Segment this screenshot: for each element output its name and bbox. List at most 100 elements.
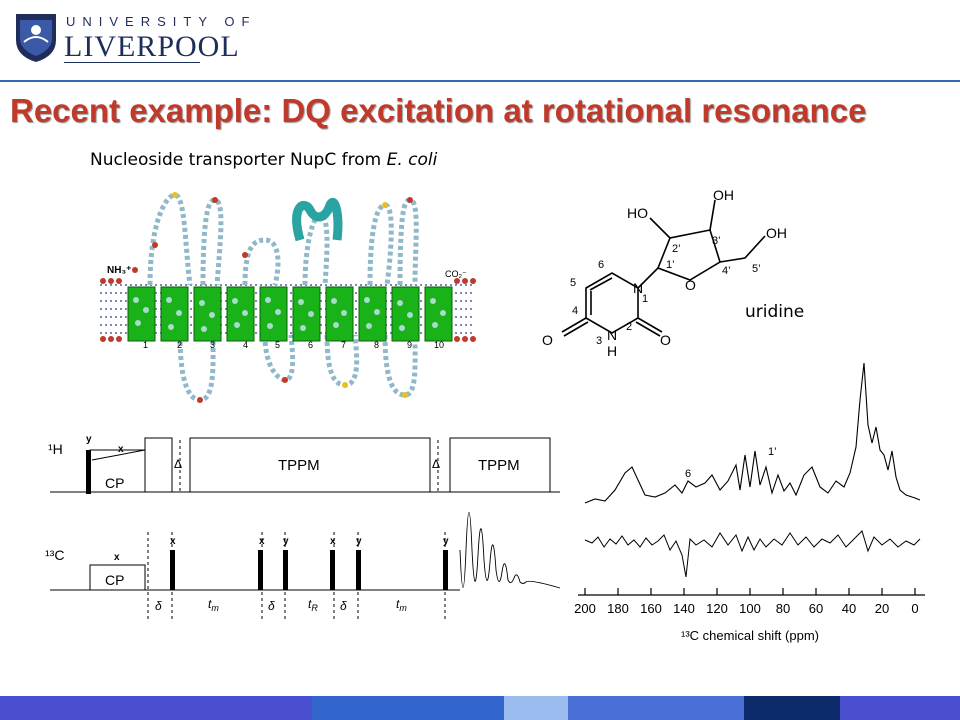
footer-segment-1 [0,696,312,720]
molecule-name: uridine [745,302,805,322]
phase-x-5: x [330,536,336,547]
pulses [86,450,448,590]
university-crest [16,14,56,62]
tick-0: 0 [911,601,918,616]
footer-segment-3 [504,696,568,720]
footer-color-bar [0,696,960,720]
label-h-channel: ¹H [48,441,63,457]
atom-n3: N [607,327,617,343]
tick-180: 180 [607,601,629,616]
nmr-spectra: 6 1’ 200 180 160 140 120 100 80 60 40 20… [574,362,925,643]
num-4p: 4’ [722,265,731,277]
atom-n1: N [633,280,643,296]
atom-oh-top: OH [713,187,734,203]
helix-number-6: 6 [308,340,313,350]
phase-y-1: y [86,434,92,445]
label-delta-small-1: δ [155,599,162,613]
tick-120: 120 [706,601,728,616]
phase-y-3: y [356,536,362,547]
phase-y-2: y [283,536,289,547]
atom-o-right: O [660,332,671,348]
num-4: 4 [572,305,578,317]
atom-h: H [607,343,617,359]
slide-subtitle: Nucleoside transporter NupC from E. coli [90,150,437,170]
label-delta-small-3: δ [340,599,347,613]
spectrum-top [584,362,921,504]
footer-segment-6 [840,696,960,720]
spectrum-axis [578,588,925,596]
helix-number-1: 1 [143,340,148,350]
num-5: 5 [570,277,576,289]
tick-140: 140 [673,601,695,616]
phase-labels: y x x x x y x y y [86,434,449,563]
helix-number-9: 9 [407,340,412,350]
num-5p: 5’ [752,263,761,275]
tick-100: 100 [739,601,761,616]
num-6: 6 [598,259,604,271]
lipid-heads [100,278,476,342]
co2-terminus-label: CO₂⁻ [445,269,467,279]
num-1: 1 [642,293,648,305]
phase-y-4: y [443,536,449,547]
spectrum-tick-labels: 200 180 160 140 120 100 80 60 40 20 0 [574,601,918,616]
footer-segment-5 [744,696,840,720]
helix-numbers: 1 2 3 4 5 6 7 8 9 10 [143,340,444,350]
molecule-numbering: 1 2 3 4 5 6 1’ 2’ 3’ 4’ 5’ [570,235,761,347]
helix-number-10: 10 [434,340,444,350]
tick-40: 40 [842,601,856,616]
molecule-atoms: OH HO OH O O O N N H [542,187,787,359]
subtitle-species: E. coli [386,150,438,170]
footer-segment-4 [568,696,744,720]
university-name: LIVERPOOL [64,30,240,63]
label-tr: tR [308,597,318,613]
atom-ho-left: HO [627,205,648,221]
label-delta-1: Δ [174,457,182,471]
num-2: 2 [626,321,632,333]
num-3p: 3’ [712,235,721,247]
label-tm-2: tm [396,597,407,613]
subtitle-prefix: Nucleoside transporter NupC from [90,150,387,170]
label-delta-2: Δ [432,457,440,471]
label-tm-1: tm [208,597,219,613]
uridine-structure: OH HO OH O O O N N H 1 2 3 4 5 6 1’ 2’ 3… [542,187,787,359]
tick-160: 160 [640,601,662,616]
delay-labels: δ δ δ tm tR tm [155,597,407,613]
label-tppm-1: TPPM [278,457,320,474]
label-cp-c: CP [105,572,124,588]
helix-number-3: 3 [210,340,215,350]
num-2p: 2’ [672,243,681,255]
phase-x-3: x [170,536,176,547]
helix-number-7: 7 [341,340,346,350]
helix-residues [133,297,446,332]
label-delta-small-2: δ [268,599,275,613]
num-3: 3 [596,335,602,347]
footer-segment-2 [312,696,504,720]
tick-80: 80 [776,601,790,616]
pulse-labels: ¹H ¹³C CP CP TPPM TPPM Δ Δ [45,441,520,588]
label-c-channel: ¹³C [45,547,64,563]
university-top-text: UNIVERSITY OF [66,14,257,29]
topology-figure: 1 2 3 4 5 6 7 8 9 10 NH₃⁺ CO₂⁻ [100,192,476,403]
nh3-terminus-label: NH₃⁺ [107,265,131,276]
phase-x-2: x [114,552,120,563]
slide-title: Recent example: DQ excitation at rotatio… [10,92,867,129]
highlighted-loop [292,198,343,242]
atom-oh-right: OH [766,225,787,241]
helix-number-8: 8 [374,340,379,350]
header-rule [0,80,960,82]
helix-number-4: 4 [243,340,248,350]
phase-x-1: x [118,444,124,455]
label-cp-h: CP [105,475,124,491]
pulse-sequence: ¹H ¹³C CP CP TPPM TPPM Δ Δ y x x x x y x… [45,434,561,620]
molecule-bonds [561,199,766,337]
transmembrane-helices [127,286,453,342]
spectrum-x-label: ¹³C chemical shift (ppm) [681,628,819,643]
peak-label-6: 6 [685,468,691,480]
atom-o-ring: O [685,277,696,293]
peak-label-1p: 1’ [768,446,777,458]
tick-20: 20 [875,601,889,616]
atom-o-left: O [542,332,553,348]
helix-number-5: 5 [275,340,280,350]
num-1p: 1’ [666,259,675,271]
label-tppm-2: TPPM [478,457,520,474]
